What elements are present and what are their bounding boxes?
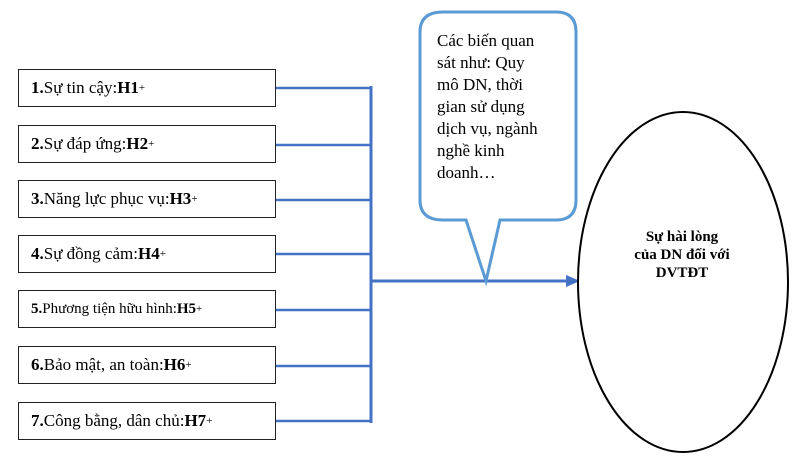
- factor-label: Sự đồng cảm:: [43, 244, 138, 263]
- callout-line: doanh…: [437, 163, 496, 182]
- factor-code: H2: [126, 134, 149, 153]
- factor-box-5: 5. Phương tiện hữu hình: H5+: [18, 290, 276, 328]
- factor-num: 7.: [31, 411, 44, 430]
- factor-code: H6: [163, 355, 186, 374]
- factor-code: H4: [137, 244, 160, 263]
- factor-num: 6.: [31, 355, 44, 374]
- factor-num: 4.: [31, 244, 44, 263]
- factor-label: Sự đáp ứng:: [43, 134, 127, 153]
- arrow-head: [566, 275, 580, 287]
- factor-box-4: 4. Sự đồng cảm: H4+: [18, 235, 276, 273]
- callout-line: dịch vụ, ngành: [437, 119, 538, 138]
- factor-box-7: 7. Công bằng, dân chủ: H7+: [18, 402, 276, 440]
- callout-line: gian sử dụng: [437, 97, 525, 116]
- callout-line: mô DN, thời: [437, 75, 523, 94]
- factor-label: Công bằng, dân chủ:: [43, 411, 185, 430]
- factor-label: Sự tin cậy:: [43, 78, 118, 97]
- callout-line: Các biến quan: [437, 31, 535, 50]
- factor-label: Phương tiện hữu hình:: [42, 300, 177, 317]
- factor-num: 5.: [31, 300, 43, 317]
- factor-code: H1: [117, 78, 139, 97]
- callout-line: sát như: Quy: [437, 53, 525, 72]
- callout-bubble: [418, 10, 578, 287]
- factor-label: Năng lực phục vụ:: [43, 189, 170, 208]
- factor-code: H3: [169, 189, 192, 208]
- control-variables-callout-text: Các biến quan sát như: Quy mô DN, thời g…: [437, 30, 567, 184]
- outcome-ellipse: [577, 111, 789, 453]
- factor-code: H5: [176, 300, 197, 317]
- outcome-line: của DN đối với: [634, 247, 730, 263]
- factor-code: H7: [184, 411, 207, 430]
- factor-num: 3.: [31, 189, 44, 208]
- factor-box-2: 2. Sự đáp ứng: H2+: [18, 125, 276, 163]
- factor-num: 1.: [31, 78, 44, 97]
- factor-label: Bảo mật, an toàn:: [43, 355, 164, 374]
- factor-box-3: 3. Năng lực phục vụ: H3+: [18, 180, 276, 218]
- factor-box-1: 1. Sự tin cậy: H1+: [18, 69, 276, 107]
- outcome-line: Sự hài lòng: [645, 229, 719, 245]
- callout-line: nghề kinh: [437, 141, 505, 160]
- outcome-line: DVTĐT: [655, 265, 709, 281]
- factor-num: 2.: [31, 134, 44, 153]
- factor-box-6: 6. Bảo mật, an toàn: H6+: [18, 346, 276, 384]
- outcome-label: Sự hài lòng của DN đối với DVTĐT: [610, 228, 754, 282]
